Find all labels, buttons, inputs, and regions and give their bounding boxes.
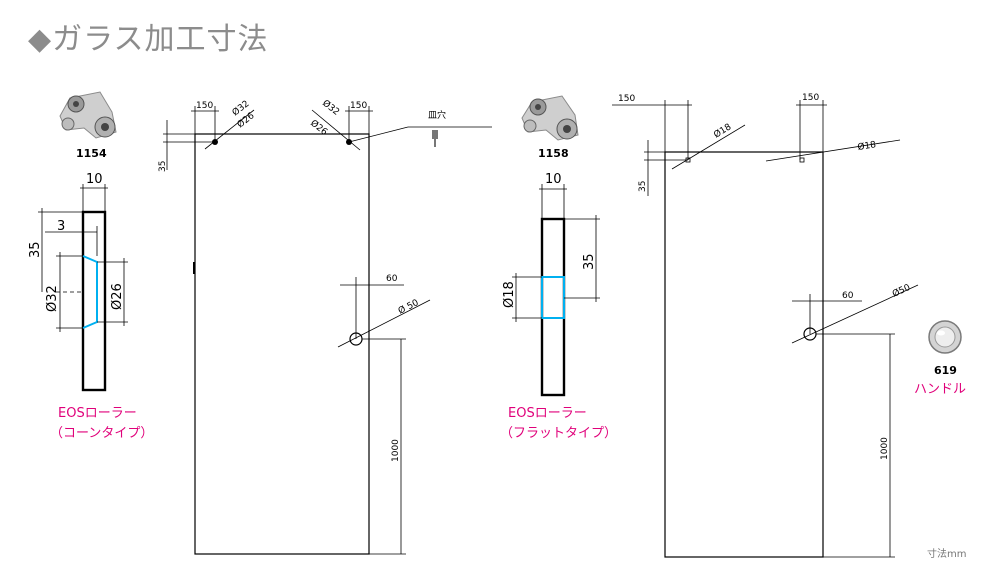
handle-619-icon [928, 320, 962, 354]
dim-right-hole-left: Ø18 [712, 121, 734, 140]
dim-handle-height-right: 1000 [880, 437, 890, 460]
part-1158-group: 1158 10 35 Ø18 EOSローラー （フラットタイプ） [500, 95, 617, 441]
dim-1158-dia: Ø18 [502, 281, 517, 308]
roller-1154-section [81, 210, 107, 392]
part-1154-name-line1: EOSローラー [58, 406, 137, 421]
glass-panel-left-group: 150 150 35 Ø32 Ø26 Ø26 Ø32 皿穴 60 Ø 50 [158, 98, 492, 555]
glass-panel-left [194, 133, 370, 555]
dim-left-offset: 150 [196, 101, 213, 111]
roller-1158-section [540, 217, 566, 397]
roller-1154-icon [59, 91, 117, 139]
dim-handle-offset-left: 60 [386, 274, 398, 284]
dim-1154-height: 35 [28, 241, 43, 258]
dim-1154-inset: 3 [57, 219, 65, 234]
dim-right-panel-right-offset: 150 [802, 93, 819, 103]
countersink-label: 皿穴 [428, 109, 446, 121]
part-619-name: ハンドル [914, 382, 966, 397]
roller-hole-right-panel-right [799, 157, 805, 163]
dim-right-panel-top: 35 [638, 181, 648, 192]
dim-right-offset: 150 [350, 101, 367, 111]
roller-1158-icon [521, 95, 579, 141]
dim-1158-width: 10 [545, 172, 562, 187]
countersink-screw-icon [432, 130, 438, 147]
flat-profile [541, 276, 565, 319]
dim-right-panel-left-offset: 150 [618, 94, 635, 104]
part-1154-name-line2: （コーンタイプ） [50, 426, 153, 441]
dim-top-offset: 35 [158, 161, 168, 172]
dim-handle-offset-right: 60 [842, 291, 854, 301]
glass-panel-right-group: 150 150 35 Ø18 Ø18 60 Ø50 1000 [612, 93, 919, 558]
part-1158-number: 1158 [538, 147, 569, 160]
dim-1154-width: 10 [86, 172, 103, 187]
part-1154-number: 1154 [76, 147, 107, 160]
dim-1154-outer-dia: Ø32 [45, 285, 60, 312]
part-1158-name-line1: EOSローラー [508, 406, 587, 421]
part-1154-group: 1154 10 3 35 Ø32 Ø26 EOSローラー （コーンタイプ） [28, 91, 153, 441]
page-title: ◆ガラス加工寸法 [28, 22, 269, 57]
dim-1158-height: 35 [582, 253, 597, 270]
unit-note: 寸法mm [927, 547, 966, 560]
dim-1154-inner-dia: Ø26 [110, 283, 125, 310]
dim-handle-height-left: 1000 [391, 439, 401, 462]
part-1158-name-line2: （フラットタイプ） [500, 426, 617, 441]
cone-profile [82, 255, 98, 329]
dim-hole-outer-right: Ø32 [320, 98, 341, 118]
dim-handle-dia-left: Ø 50 [396, 297, 420, 317]
dim-right-hole-right: Ø18 [857, 139, 877, 153]
glass-panel-right [664, 151, 824, 558]
dim-handle-dia-right: Ø50 [891, 282, 913, 300]
dim-hole-inner-right: Ø26 [308, 118, 330, 138]
part-619-number: 619 [934, 364, 957, 377]
part-619-group: 619 ハンドル [914, 320, 966, 397]
